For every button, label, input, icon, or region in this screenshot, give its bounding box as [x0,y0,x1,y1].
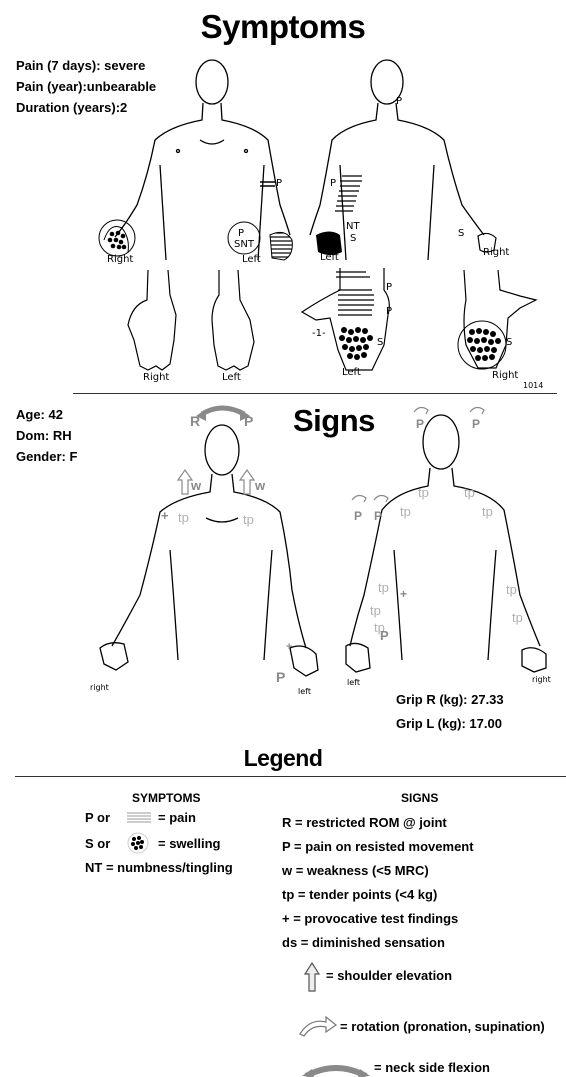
sign-back-tp6: tp [370,603,381,618]
back-right-label: Right [483,247,509,258]
sign-front-p-wrist: P [276,669,285,685]
dorsal-left-label: Left [342,367,361,378]
sign-back-right-label: right [532,675,551,684]
legend-neck-flexion-icon [302,1058,370,1077]
sign-back-tp5: tp [378,580,389,595]
sign-back-p3: P [354,509,362,523]
rotation-icon-1 [414,407,428,414]
dorsal-right-label: Right [492,370,518,381]
back-nt: NT [346,221,360,232]
legend-sign-tp: tp = tender points (<4 kg) [282,883,474,907]
sign-front-left-label: left [298,687,311,696]
front-body-outline [115,60,290,260]
sign-back-left-label: left [347,678,360,687]
palm-left-outline [212,270,254,370]
dorsal-right-s: S [506,337,512,348]
sign-back-tp4: tp [482,504,493,519]
legend-symptoms-header: SYMPTOMS [132,791,200,805]
back-left-s: S [350,233,356,244]
legend-sign-ds: ds = diminished sensation [282,931,474,955]
front-left-label: Left [242,254,261,265]
shoulder-elevation-left-icon [240,470,254,494]
sign-front-tp-left: tp [243,512,254,527]
sign-w-right: w [190,478,202,493]
sign-back-p4: P [374,509,382,523]
back-arm-p: P [330,178,336,189]
sign-front-plus-wrist: + [286,641,292,653]
sign-back-tp3: tp [400,504,411,519]
front-left-p: P [238,228,244,239]
dorsal-left-s: S [377,337,383,348]
rotation-icon-3 [352,495,366,502]
legend-signs-list: R = restricted ROM @ joint P = pain on r… [282,811,474,955]
rotation-icon-2 [470,407,484,414]
back-left-label: Left [320,252,339,263]
grip-left: Grip L (kg): 17.00 [396,712,504,736]
neck-flexion-arrow [202,408,244,414]
sign-back-p2: P [472,417,480,431]
legend-pain-prefix: P or [85,810,110,825]
rotation-icon-4 [374,495,388,502]
legend-numbness: NT = numbness/tingling [85,860,233,875]
legend-rotation: = rotation (pronation, supination) [340,1019,545,1034]
palm-left-label: Left [222,372,241,383]
legend-swelling-dots-icon [126,831,150,855]
dorsal-minus1: -1- [312,328,326,339]
legend-rotation-icon [298,1014,338,1038]
palm-right-label: Right [143,372,169,383]
legend-swelling-prefix: S or [85,836,110,851]
legend-title: Legend [0,745,566,772]
figure-number: 1014 [523,381,543,390]
sign-front-right-label: right [90,683,109,692]
sign-back-tp1: tp [418,485,429,500]
shoulder-elevation-right-icon [178,470,192,494]
front-left-snt: SNT [234,239,255,250]
front-shoulder-p: P [276,178,282,189]
legend-neck-flexion: = neck side flexion [374,1060,490,1075]
legend-swelling-suffix: = swelling [158,836,221,851]
legend-sign-w: w = weakness (<5 MRC) [282,859,474,883]
sign-back-tp2: tp [464,485,475,500]
legend-pain-hatch-icon [127,811,151,823]
back-right-s: S [458,228,464,239]
dorsal-left-p1: P [386,282,392,293]
dorsal-right-hand [458,270,536,369]
legend-divider [15,776,566,777]
sign-back-tp8: tp [506,582,517,597]
sign-front-tp-right: tp [178,510,189,525]
legend-sign-plus: + = provocative test findings [282,907,474,931]
legend-sign-r: R = restricted ROM @ joint [282,811,474,835]
dorsal-left-p2: P [386,306,392,317]
grip-values: Grip R (kg): 27.33 Grip L (kg): 17.00 [396,688,504,736]
sign-body-diagrams: R P w w + tp tp + P right left P P P P t… [0,400,566,700]
legend-shoulder-elevation: = shoulder elevation [326,968,452,983]
sign-neck-p: P [244,413,253,429]
front-right-hand-swelling [99,220,135,256]
sign-front-plus: + [161,508,169,523]
sign-back-plus: + [400,587,407,601]
back-left-forearm-hatch [335,176,362,211]
sign-back-tp9: tp [512,610,523,625]
sign-back-p1: P [416,417,424,431]
legend-signs-header: SIGNS [401,791,438,805]
front-right-label: Right [107,254,133,265]
sign-front-body-outline [100,425,318,676]
dorsal-left-hand [302,268,389,370]
legend-pain-suffix: = pain [158,810,196,825]
sign-r: R [190,413,200,429]
sign-back-p5: P [380,628,389,643]
grip-right: Grip R (kg): 27.33 [396,688,504,712]
palm-right-outline [128,270,176,370]
legend-shoulder-elevation-icon [304,962,320,992]
legend-sign-p: P = pain on resisted movement [282,835,474,859]
symptom-body-diagrams: P SNT P Right Left P P NT S S Left Right… [0,0,566,400]
back-neck-p: P [396,96,402,107]
section-divider [73,393,557,394]
sign-w-left: w [254,478,266,493]
